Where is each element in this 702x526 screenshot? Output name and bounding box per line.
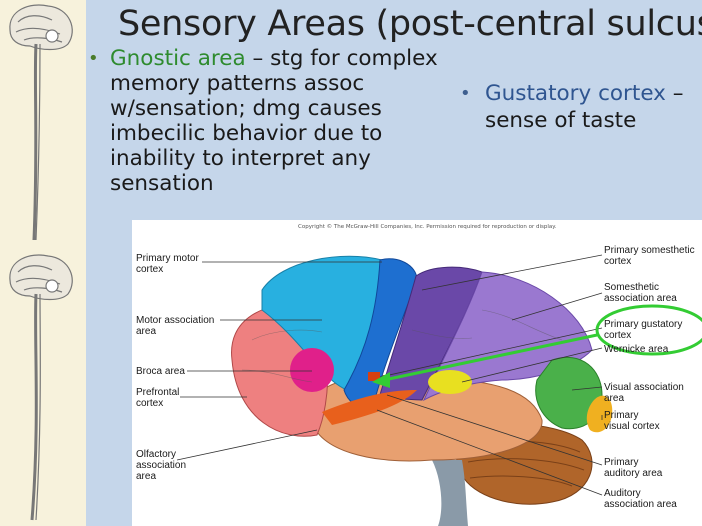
decorative-sidebar	[0, 0, 86, 526]
primary-visual-cortex	[586, 395, 613, 433]
copyright-notice: Copyright © The McGraw-Hill Companies, I…	[298, 224, 557, 230]
brain-diagram	[176, 254, 702, 526]
gnostic-area-description: – stg for complex memory patterns assoc …	[110, 46, 438, 196]
label-primary-motor-cortex: Primary motor cortex	[136, 253, 199, 275]
gustatory-highlight-arrow	[372, 333, 598, 388]
label-motor-association-area: Motor association area	[136, 315, 215, 337]
label-wernicke-area: Wernicke area	[604, 344, 669, 355]
primary-auditory-area	[322, 390, 417, 425]
label-primary-visual-cortex: Primary visual cortex	[604, 410, 660, 432]
primary-somesthetic-cortex	[376, 266, 483, 406]
bullet-marker: •	[88, 48, 99, 69]
label-primary-somesthetic-cortex: Primary somesthetic cortex	[604, 245, 695, 267]
gustatory-cortex-term: Gustatory cortex	[485, 81, 666, 106]
broca-area	[290, 348, 334, 392]
brain-sketch-bottom	[9, 254, 73, 521]
brain-sketch-top	[9, 4, 73, 241]
gnostic-area-term: Gnostic area	[110, 46, 246, 71]
spinal-cord-illustration	[9, 4, 73, 521]
label-visual-association-area: Visual association area	[604, 382, 684, 404]
label-broca-area: Broca area	[136, 366, 185, 377]
bullet-marker: •	[460, 83, 471, 104]
label-somesthetic-association-area: Somesthetic association area	[604, 282, 677, 304]
label-primary-gustatory-cortex: Primary gustatory cortex	[604, 319, 683, 341]
label-prefrontal-cortex: Prefrontal cortex	[136, 387, 180, 409]
label-primary-auditory-area: Primary auditory area	[604, 457, 663, 479]
gustatory-highlight-oval	[595, 304, 702, 356]
gustatory-cortex-description: – sense of taste	[485, 81, 684, 133]
primary-gustatory-cortex	[368, 372, 380, 381]
gnostic-area-bullet: • Gnostic area – stg for complex memory …	[88, 46, 438, 196]
brainstem	[432, 460, 468, 526]
gustatory-cortex-bullet: • Gustatory cortex – sense of taste	[460, 80, 700, 134]
wernicke-area	[428, 370, 472, 394]
brain-figure: Copyright © The McGraw-Hill Companies, I…	[132, 220, 702, 526]
label-auditory-association-area: Auditory association area	[604, 488, 677, 510]
slide-title: Sensory Areas (post-central sulcus)	[118, 4, 702, 44]
label-olfactory-association-area: Olfactory association area	[136, 449, 187, 482]
